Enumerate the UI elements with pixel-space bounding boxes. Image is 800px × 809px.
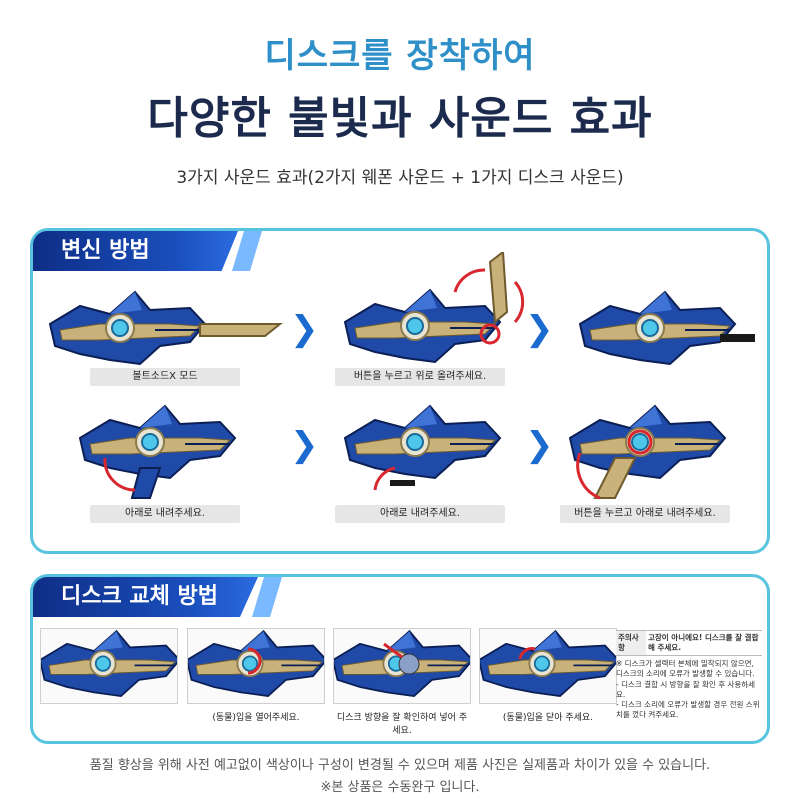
caution-item: - 디스크 결합 시 방향을 잘 확인 후 사용하세요.: [616, 679, 756, 699]
caution-headline: 고장이 아니에요! 디스크를 잘 결합해 주세요.: [648, 633, 759, 653]
transform-step-2: [335, 250, 555, 363]
sword-mode-illustration: [49, 291, 283, 365]
caution-label: 주의사항: [616, 631, 646, 656]
blade-raise-illustration: [344, 250, 525, 363]
transform-panel: [30, 228, 770, 554]
caution-item: - 디스크 소리에 오류가 발생할 경우 전원 스위치를 껐다 켜주세요.: [616, 699, 760, 719]
disc-caption-4: (동물)입을 닫아 주세요.: [502, 713, 594, 723]
transform-caption-4: 아래로 내려주세요.: [90, 505, 240, 523]
disc-caption-2: (동물)입을 열어주세요.: [212, 713, 300, 723]
caution-notes: 주의사항 고장이 아니에요! 디스크를 잘 결합해 주세요. ※ 디스크가 셀렉…: [616, 630, 762, 720]
transform-caption-1: 볼트소드X 모드: [90, 368, 240, 386]
transform-banner: 변신 방법: [33, 231, 238, 271]
handle-down-illustration: [79, 405, 236, 499]
second-fold-illustration: [344, 405, 501, 491]
disc-banner: 디스크 교체 방법: [33, 577, 258, 617]
next-arrow-icon: ❯: [525, 425, 554, 465]
disc-step-3: [333, 628, 471, 704]
title-line-2: 다양한 불빛과 사운드 효과: [147, 93, 653, 144]
transform-caption-2: 버튼을 누르고 위로 올려주세요.: [335, 368, 505, 386]
next-arrow-icon: ❯: [290, 309, 319, 349]
footer-disclaimer: 품질 향상을 위해 사전 예고없이 색상이나 구성이 변경될 수 있으며 제품 …: [89, 758, 711, 773]
gun-mode-illustration: [569, 405, 726, 500]
subtitle: 3가지 사운드 효과(2가지 웨폰 사운드 + 1가지 디스크 사운드): [176, 168, 624, 188]
transform-caption-5: 아래로 내려주세요.: [335, 505, 505, 523]
title-line-1: 디스크를 장착하여: [264, 36, 536, 76]
next-arrow-icon: ❯: [525, 309, 554, 349]
disc-step-1: [40, 628, 178, 704]
disc-step-4: [479, 628, 617, 704]
disc-caption-3: 디스크 방향을 잘 확인하여 넣어 주세요.: [336, 713, 468, 736]
next-arrow-icon: ❯: [290, 425, 319, 465]
transform-step-1: [40, 284, 283, 394]
transform-step-6: [560, 398, 780, 508]
transform-caption-6: 버튼을 누르고 아래로 내려주세요.: [560, 505, 730, 523]
footer-note: ※본 상품은 수동완구 입니다.: [320, 780, 480, 795]
disc-step-2: [187, 628, 325, 704]
transform-step-3: [570, 284, 790, 394]
transform-step-4: [70, 398, 290, 508]
caution-item: ※ 디스크가 셀렉터 본체에 밀착되지 않으면, 디스크의 소리에 오류가 발생…: [616, 659, 755, 679]
transform-step-5: [335, 398, 555, 508]
folded-blade-illustration: [579, 291, 755, 365]
